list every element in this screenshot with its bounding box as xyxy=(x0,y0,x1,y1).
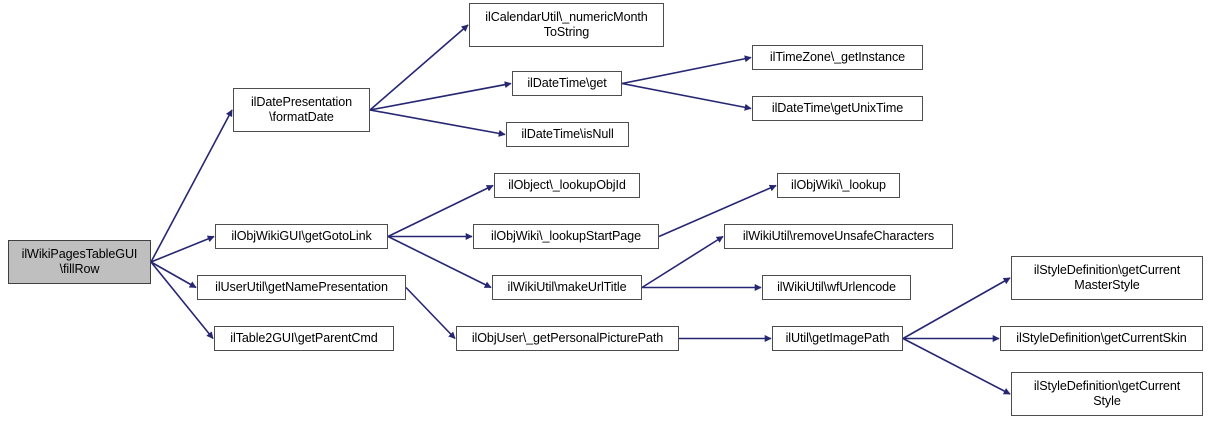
graph-node-makeUrlTitle[interactable]: ilWikiUtil\makeUrlTitle xyxy=(492,275,642,300)
graph-node-formatDate[interactable]: ilDatePresentation \formatDate xyxy=(233,88,370,132)
graph-node-getParentCmd[interactable]: ilTable2GUI\getParentCmd xyxy=(214,326,394,351)
graph-edge-root-to-getParentCmd xyxy=(150,261,214,340)
graph-edge-root-to-getNamePresentation xyxy=(150,261,197,289)
graph-node-lookup[interactable]: ilObjWiki\_lookup xyxy=(777,173,900,198)
graph-node-getNamePresentation[interactable]: ilUserUtil\getNamePresentation xyxy=(197,275,406,300)
graph-edge-getDateTime-to-getInstance xyxy=(621,55,752,85)
graph-edge-root-to-getGotoLink xyxy=(150,235,215,263)
graph-edge-formatDate-to-getDateTime xyxy=(369,81,512,111)
graph-node-getInstance[interactable]: ilTimeZone\_getInstance xyxy=(752,45,923,70)
graph-node-root[interactable]: ilWikiPagesTableGUI \fillRow xyxy=(8,240,151,284)
graph-node-getImagePath[interactable]: ilUtil\getImagePath xyxy=(772,326,903,351)
graph-node-getCurrentSkin[interactable]: ilStyleDefinition\getCurrentSkin xyxy=(1000,326,1203,351)
graph-node-wfUrlencode[interactable]: ilWikiUtil\wfUrlencode xyxy=(762,275,911,300)
graph-node-getCurrentMasterStyle[interactable]: ilStyleDefinition\getCurrent MasterStyle xyxy=(1011,256,1203,300)
graph-node-getGotoLink[interactable]: ilObjWikiGUI\getGotoLink xyxy=(215,224,388,249)
graph-edge-getImagePath-to-getCurrentStyle xyxy=(902,337,1011,395)
graph-node-getUnixTime[interactable]: ilDateTime\getUnixTime xyxy=(752,96,923,121)
graph-edge-formatDate-to-isNull xyxy=(369,109,506,137)
graph-edge-getImagePath-to-getCurrentMasterStyle xyxy=(902,277,1011,340)
graph-edge-formatDate-to-numericMonthToString xyxy=(369,24,469,111)
graph-edge-getNamePresentation-to-getPersonalPicturePath xyxy=(405,286,456,340)
graph-node-removeUnsafeCharacters[interactable]: ilWikiUtil\removeUnsafeCharacters xyxy=(724,224,953,249)
graph-node-lookupStartPage[interactable]: ilObjWiki\_lookupStartPage xyxy=(473,224,659,249)
graph-node-getCurrentStyle[interactable]: ilStyleDefinition\getCurrent Style xyxy=(1011,372,1203,416)
graph-edge-getDateTime-to-getUnixTime xyxy=(621,82,752,111)
graph-node-numericMonthToString[interactable]: ilCalendarUtil\_numericMonth ToString xyxy=(469,3,664,47)
graph-node-lookupObjId[interactable]: ilObject\_lookupObjId xyxy=(494,173,640,198)
graph-node-getDateTime[interactable]: ilDateTime\get xyxy=(512,71,622,96)
graph-node-getPersonalPicturePath[interactable]: ilObjUser\_getPersonalPicturePath xyxy=(456,326,679,351)
graph-node-isNull[interactable]: ilDateTime\isNull xyxy=(506,122,629,147)
